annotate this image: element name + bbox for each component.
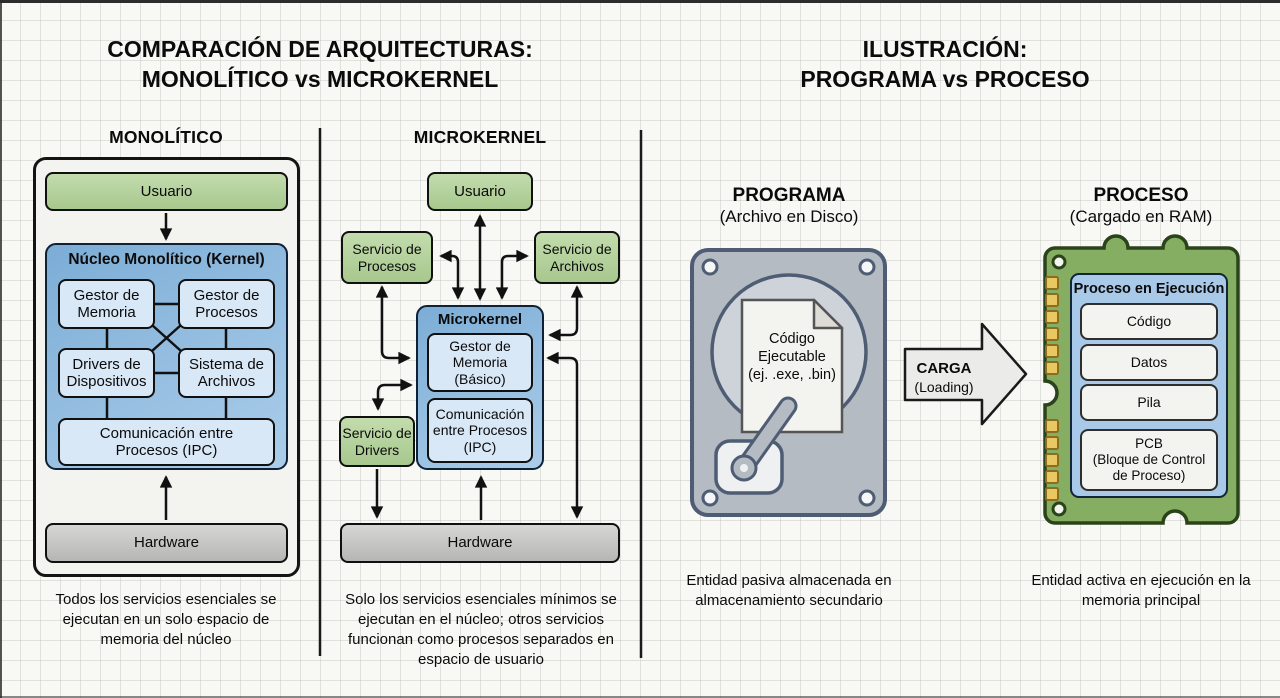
disk-screw-icon: [858, 258, 876, 276]
top-edge-line: [0, 0, 1280, 3]
right-title-line1: ILUSTRACIÓN:: [862, 36, 1028, 62]
hard-disk-illustration: [690, 248, 887, 517]
microkernel-header: MICROKERNEL: [413, 127, 547, 147]
micro-servicio-procesos-box: Servicio de Procesos: [341, 231, 433, 284]
micro-servicio-drivers-box: Servicio de Drivers: [339, 416, 415, 467]
left-title-line2: MONOLÍTICO vs MICROKERNEL: [141, 66, 499, 92]
mono-kernel-title: Núcleo Monolítico (Kernel): [68, 251, 265, 268]
segment-pila: Pila: [1080, 384, 1218, 421]
ram-screw-icon: [1051, 254, 1067, 270]
left-edge-line: [0, 0, 2, 698]
disk-arm-pivot-center: [740, 464, 748, 472]
pcb-line1: PCB: [1135, 436, 1163, 451]
proceso-panel-title: Proceso en Ejecución: [1073, 281, 1225, 297]
disk-screw-icon: [701, 489, 719, 507]
mono-module-gestor-procesos: Gestor de Procesos: [178, 279, 275, 329]
micro-hardware-box: Hardware: [340, 523, 620, 563]
micro-usuario-box: Usuario: [427, 172, 533, 211]
mono-ipc-box: Comunicación entre Procesos (IPC): [58, 418, 275, 466]
micro-kernel-title: Microkernel: [437, 311, 523, 328]
right-title: ILUSTRACIÓN: PROGRAMA vs PROCESO: [720, 34, 1170, 94]
mono-hardware-box: Hardware: [45, 523, 288, 563]
monolithic-header: MONOLÍTICO: [109, 127, 223, 147]
micro-caption: Solo los servicios esenciales mínimos se…: [345, 591, 617, 668]
proceso-subheader: (Cargado en RAM): [1069, 207, 1213, 226]
left-title: COMPARACIÓN DE ARQUITECTURAS: MONOLÍTICO…: [95, 34, 545, 94]
mono-usuario-box: Usuario: [45, 172, 288, 211]
ram-screw-icon: [1051, 501, 1067, 517]
carga-sublabel: (Loading): [914, 379, 974, 395]
micro-gestor-memoria-box: Gestor de Memoria (Básico): [427, 333, 533, 392]
left-title-line1: COMPARACIÓN DE ARQUITECTURAS:: [107, 36, 533, 62]
micro-servicio-archivos-box: Servicio de Archivos: [534, 231, 620, 284]
file-label-line3: (ej. .exe, .bin): [748, 367, 836, 383]
right-title-line2: PROGRAMA vs PROCESO: [800, 66, 1090, 92]
segment-pcb: PCB (Bloque de Control de Proceso): [1080, 429, 1218, 491]
bottom-edge-line: [0, 696, 1280, 698]
programa-subheader: (Archivo en Disco): [719, 207, 859, 226]
mono-module-sistema-archivos: Sistema de Archivos: [178, 348, 275, 398]
proceso-header: PROCESO: [1093, 185, 1189, 206]
programa-header: PROGRAMA: [732, 185, 846, 206]
file-label-line2: Ejecutable: [758, 349, 826, 365]
pcb-line2: (Bloque de Control: [1092, 452, 1206, 467]
executable-file-icon: [740, 298, 844, 434]
mono-module-gestor-memoria: Gestor de Memoria: [58, 279, 155, 329]
file-fold-corner: [812, 298, 844, 330]
mono-caption: Todos los servicios esenciales se ejecut…: [55, 591, 277, 648]
programa-caption: Entidad pasiva almacenada en almacenamie…: [686, 572, 892, 609]
disk-screw-icon: [701, 258, 719, 276]
pcb-line3: de Proceso): [1112, 468, 1186, 483]
micro-ipc-box: Comunicación entre Procesos (IPC): [427, 398, 533, 463]
file-label: Código Ejecutable (ej. .exe, .bin): [742, 330, 842, 384]
proceso-caption: Entidad activa en ejecución en la memori…: [1031, 572, 1251, 609]
segment-datos: Datos: [1080, 344, 1218, 381]
ram-pins: [1045, 276, 1059, 501]
disk-screw-icon: [858, 489, 876, 507]
file-label-line1: Código: [769, 331, 815, 347]
carga-label: CARGA: [916, 360, 972, 377]
carga-block-arrow: [903, 322, 1028, 426]
mono-module-drivers: Drivers de Dispositivos: [58, 348, 155, 398]
segment-codigo: Código: [1080, 303, 1218, 340]
